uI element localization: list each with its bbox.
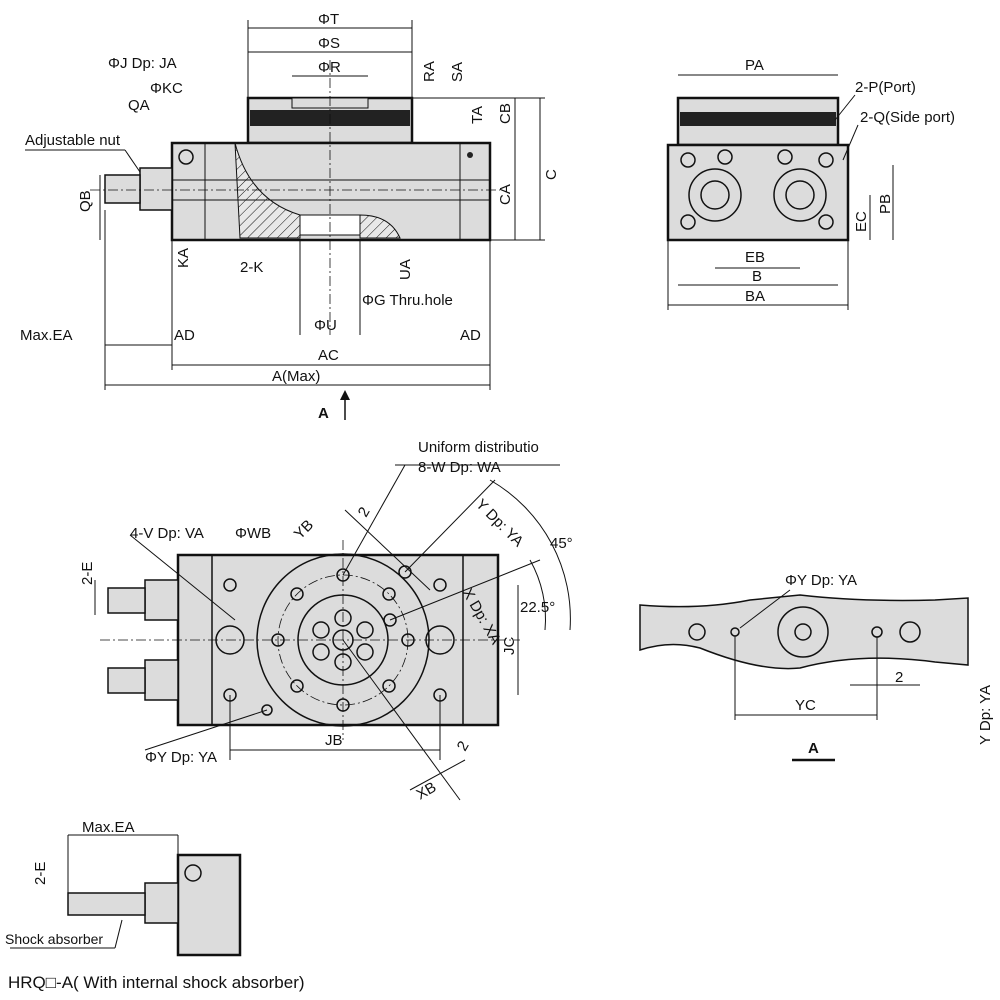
dim-2-a: 2	[895, 669, 903, 686]
phi-kc-label: ΦKC	[150, 80, 183, 97]
pb-label: PB	[877, 194, 894, 214]
adjustable-nut-label: Adjustable nut	[25, 132, 121, 149]
c-label: C	[543, 169, 560, 180]
dim-2-top: 2	[355, 504, 374, 520]
phi-y-label-a: ΦY Dp: YA	[785, 572, 857, 589]
dim-2-bottom: 2	[454, 738, 473, 754]
8w-label: 8-W Dp: WA	[418, 459, 501, 476]
side-port-label: 2-Q(Side port)	[860, 109, 955, 126]
ad-right-label: AD	[460, 327, 481, 344]
phi-t-label: ΦT	[318, 11, 339, 28]
max-ea-label: Max.EA	[20, 327, 73, 344]
front-view: ΦT ΦS ΦR RA SA TA CB C CA ΦJ Dp: JA ΦKC …	[20, 11, 560, 422]
4v-label: 4-V Dp: VA	[130, 525, 204, 542]
ba-label: BA	[745, 288, 765, 305]
ad-left-label: AD	[174, 327, 195, 344]
phi-u-label: ΦU	[314, 317, 337, 334]
yb-label: YB	[291, 517, 317, 543]
side-view: PA 2-P(Port) 2-Q(Side port) EC PB EB B B…	[666, 57, 955, 310]
ka-label: KA	[175, 248, 192, 268]
variant-caption: HRQ□-A( With internal shock absorber)	[8, 973, 305, 992]
angle-22-label: 22.5°	[520, 599, 555, 616]
eb-label: EB	[745, 249, 765, 266]
angle-45-label: 45°	[550, 535, 573, 552]
uniform-distribution-label: Uniform distributio	[418, 439, 539, 456]
port-label: 2-P(Port)	[855, 79, 916, 96]
pa-label: PA	[745, 57, 764, 74]
b-label: B	[752, 268, 762, 285]
y-dp-ya-label: Y Dp: YA	[472, 496, 526, 550]
ec-label: EC	[853, 211, 870, 232]
sa-label: SA	[449, 62, 466, 82]
phi-j-label: ΦJ Dp: JA	[108, 55, 177, 72]
ua-label: UA	[397, 259, 414, 280]
section-a-view: ΦY Dp: YA 2 YC Y Dp: YA A	[639, 572, 994, 762]
phi-g-label: ΦG Thru.hole	[362, 292, 453, 309]
ta-label: TA	[469, 106, 486, 124]
yc-label: YC	[795, 697, 816, 714]
section-a-label: A	[808, 740, 819, 757]
a-max-label: A(Max)	[272, 368, 320, 385]
qa-label: QA	[128, 97, 150, 114]
xb-label: XB	[414, 779, 440, 804]
view-a-label: A	[318, 405, 329, 422]
cb-label: CB	[497, 103, 514, 124]
2k-label: 2-K	[240, 259, 263, 276]
shock-absorber-label: Shock absorber	[5, 931, 103, 947]
ra-label: RA	[421, 61, 438, 82]
y-dp-ya-label-a: Y Dp: YA	[977, 685, 994, 745]
2e-label: 2-E	[79, 562, 96, 585]
jc-label: JC	[501, 637, 518, 656]
phi-r-label: ΦR	[318, 59, 341, 76]
bolt-circle	[223, 565, 447, 716]
ca-label: CA	[497, 184, 514, 205]
qb-label: QB	[77, 190, 94, 212]
max-ea-label-variant: Max.EA	[82, 819, 135, 836]
ac-label: AC	[318, 347, 339, 364]
phi-wb-label: ΦWB	[235, 525, 271, 542]
phi-y-label: ΦY Dp: YA	[145, 749, 217, 766]
shock-absorber-variant: Max.EA 2-E Shock absorber HRQ□-A( With i…	[5, 819, 305, 992]
2e-label-variant: 2-E	[32, 862, 49, 885]
phi-s-label: ΦS	[318, 35, 340, 52]
jb-label: JB	[325, 732, 343, 749]
top-view: Uniform distributio 8-W Dp: WA 2 YB ΦWB …	[79, 439, 573, 803]
